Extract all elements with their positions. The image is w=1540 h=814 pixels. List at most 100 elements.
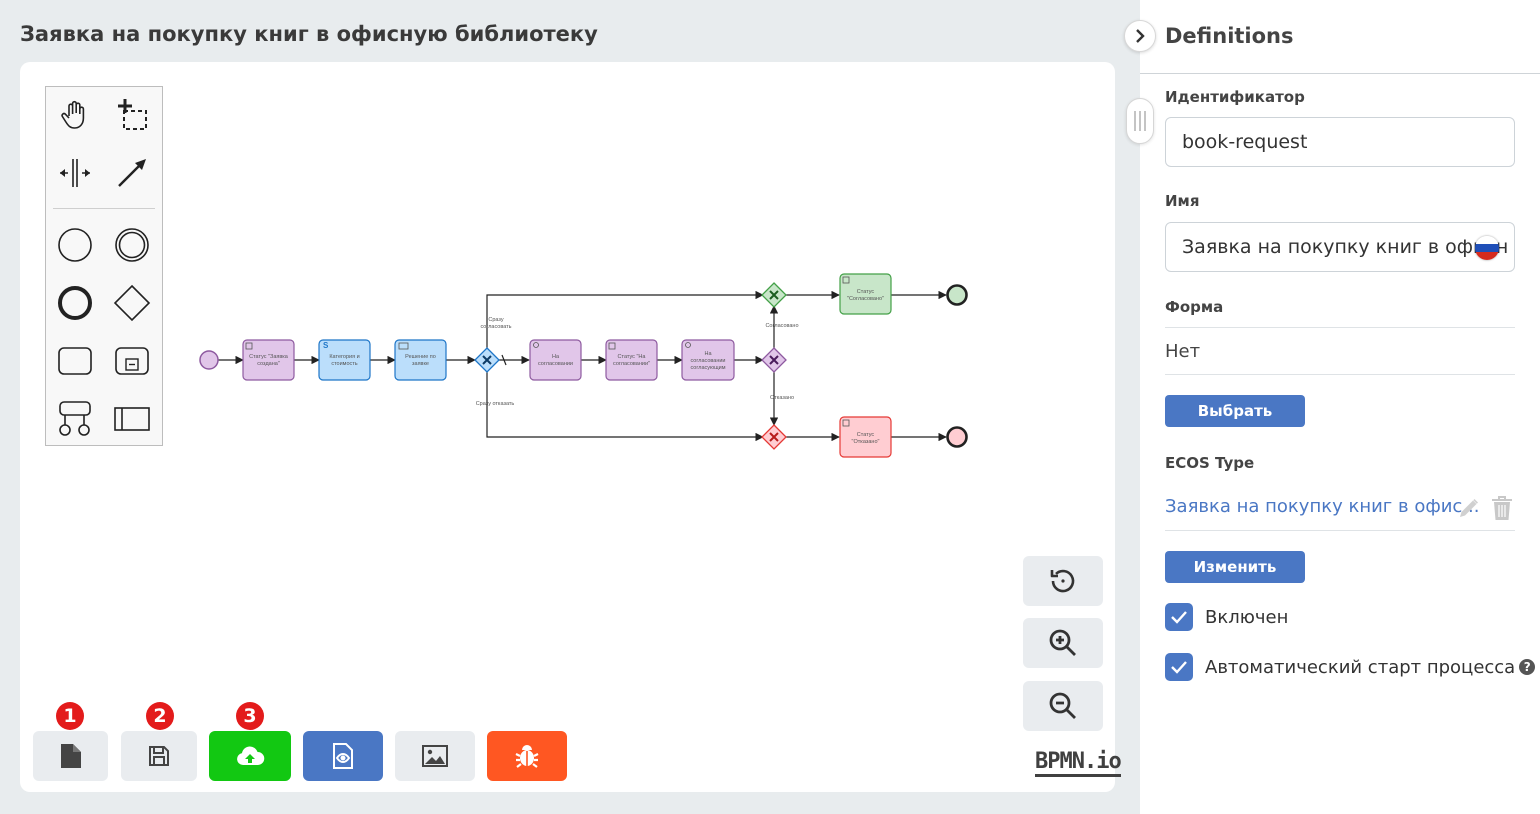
end-event-approved[interactable]: [946, 284, 968, 306]
svg-text:Статус"Согласовано": Статус"Согласовано": [847, 289, 884, 302]
form-value: Нет: [1165, 340, 1201, 362]
gateway-decision[interactable]: [474, 347, 500, 373]
save-button[interactable]: [121, 731, 197, 781]
gateway-icon[interactable]: [112, 283, 152, 323]
name-label: Имя: [1165, 192, 1200, 210]
upload-cloud-icon: [237, 746, 265, 765]
start-event[interactable]: [199, 350, 219, 370]
gateway-approval-result[interactable]: [761, 347, 787, 373]
ecos-type-row: Заявка на покупку книг в офис...: [1165, 483, 1515, 531]
tool-palette: [45, 86, 163, 446]
badge-1: 1: [56, 702, 84, 730]
ecos-type-value[interactable]: Заявка на покупку книг в офис...: [1165, 496, 1480, 517]
bug-icon: [515, 745, 539, 768]
autostart-checkbox[interactable]: [1165, 653, 1193, 681]
svg-text:Отказано: Отказано: [770, 395, 794, 401]
lasso-tool-icon[interactable]: [112, 95, 152, 135]
name-input[interactable]: Заявка на покупку книг в офисн: [1165, 222, 1515, 272]
task-status-approved[interactable]: Статус"Согласовано": [839, 273, 892, 315]
badge-2: 2: [146, 702, 174, 730]
badge-3: 3: [236, 702, 264, 730]
zoom-in-button[interactable]: [1023, 618, 1103, 668]
save-icon: [149, 746, 169, 766]
id-label: Идентификатор: [1165, 88, 1305, 106]
debug-button[interactable]: [487, 731, 567, 781]
reset-view-button[interactable]: [1023, 556, 1103, 606]
check-icon: [1171, 611, 1187, 624]
task-status-rejected[interactable]: Статус"Отказано": [839, 416, 892, 458]
start-event-icon[interactable]: [55, 225, 95, 265]
properties-panel: Definitions Идентификатор book-request И…: [1140, 0, 1540, 814]
id-input[interactable]: book-request: [1165, 117, 1515, 167]
sequence-flows: [218, 290, 947, 442]
form-value-row: Нет: [1165, 327, 1515, 375]
change-type-button[interactable]: Изменить: [1165, 551, 1305, 583]
autostart-row: Автоматический старт процесса ?: [1165, 653, 1536, 681]
panel-title: Definitions: [1165, 24, 1294, 48]
name-value: Заявка на покупку книг в офисн: [1182, 236, 1509, 258]
chevron-right-icon: [1136, 29, 1145, 43]
enabled-label: Включен: [1205, 606, 1289, 628]
zoom-out-button[interactable]: [1023, 681, 1103, 731]
preview-button[interactable]: [303, 731, 383, 781]
end-event-icon[interactable]: [55, 283, 95, 323]
choose-form-button[interactable]: Выбрать: [1165, 395, 1305, 427]
connect-tool-icon[interactable]: [112, 153, 152, 193]
image-icon: [422, 745, 448, 767]
preview-doc-icon: [333, 743, 353, 769]
language-flag-icon[interactable]: [1475, 236, 1499, 260]
panel-resize-handle[interactable]: [1126, 98, 1154, 144]
collapse-panel-button[interactable]: [1124, 20, 1156, 52]
pool-icon[interactable]: [112, 399, 152, 439]
page-title: Заявка на покупку книг в офисную библиот…: [20, 22, 598, 46]
enabled-row: Включен: [1165, 603, 1288, 631]
space-tool-icon[interactable]: [55, 153, 95, 193]
end-event-rejected[interactable]: [946, 426, 968, 448]
zoom-out-icon: [1049, 692, 1076, 719]
new-file-icon: [60, 744, 81, 768]
gateway-rejected[interactable]: [761, 424, 787, 450]
bpmn-io-logo[interactable]: BPMN.io: [1035, 750, 1122, 777]
reset-view-icon: [1050, 569, 1075, 593]
panel-header: Definitions: [1140, 0, 1540, 74]
enabled-checkbox[interactable]: [1165, 603, 1193, 631]
deploy-button[interactable]: [209, 731, 291, 781]
form-label: Форма: [1165, 298, 1224, 316]
zoom-in-icon: [1049, 629, 1076, 656]
check-icon: [1171, 661, 1187, 674]
gateway-approved[interactable]: [761, 282, 787, 308]
task-icon[interactable]: [55, 341, 95, 381]
new-file-button[interactable]: [33, 731, 108, 781]
svg-text:Согласовано: Согласовано: [765, 323, 798, 329]
autostart-label: Автоматический старт процесса: [1205, 656, 1516, 678]
edit-pencil-icon[interactable]: [1457, 496, 1481, 525]
intermediate-event-icon[interactable]: [112, 225, 152, 265]
hand-tool-icon[interactable]: [55, 95, 95, 135]
fork-tool-icon[interactable]: [55, 399, 95, 439]
svg-text:S: S: [323, 341, 329, 350]
ecos-type-label: ECOS Type: [1165, 454, 1255, 472]
svg-text:Сразу отказать: Сразу отказать: [476, 401, 515, 407]
svg-text:Статус"Отказано": Статус"Отказано": [852, 432, 880, 445]
export-image-button[interactable]: [395, 731, 475, 781]
trash-icon[interactable]: [1491, 495, 1513, 526]
subprocess-icon[interactable]: [112, 341, 152, 381]
id-value: book-request: [1182, 131, 1308, 153]
help-icon[interactable]: ?: [1519, 659, 1536, 675]
